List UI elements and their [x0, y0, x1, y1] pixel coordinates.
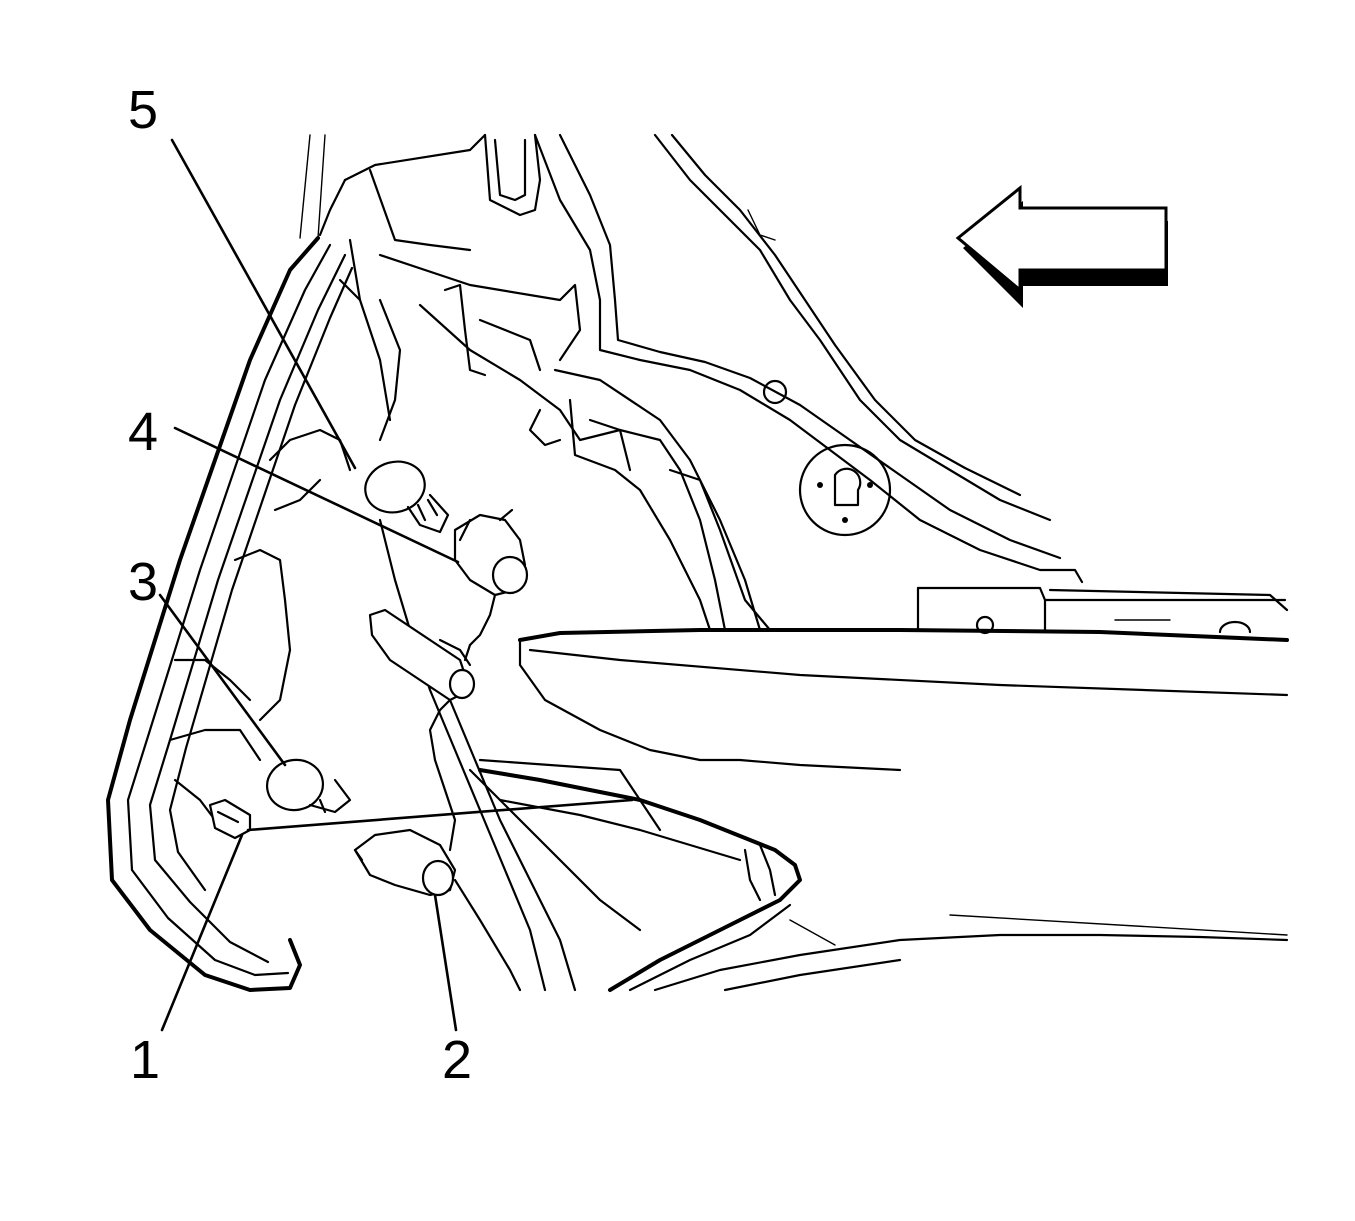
wiring-connector — [368, 608, 476, 852]
direction-arrow-icon — [955, 184, 1168, 308]
upper-socket — [453, 508, 529, 647]
upper-bulb — [364, 460, 450, 534]
callout-2: 2 — [442, 1030, 473, 1090]
lower-bulb — [265, 758, 352, 814]
lamp-housing — [106, 134, 354, 992]
mounting-bracket — [378, 253, 772, 632]
callout-4: 4 — [128, 402, 159, 462]
upper-bracket — [483, 133, 1084, 584]
callout-3: 3 — [128, 552, 159, 612]
leader-lines — [158, 138, 634, 1032]
housing-clip — [208, 798, 252, 840]
callout-5: 5 — [128, 80, 159, 140]
reflector-cavity — [168, 133, 487, 822]
callout-1: 1 — [130, 1030, 161, 1090]
lower-socket — [353, 828, 457, 897]
